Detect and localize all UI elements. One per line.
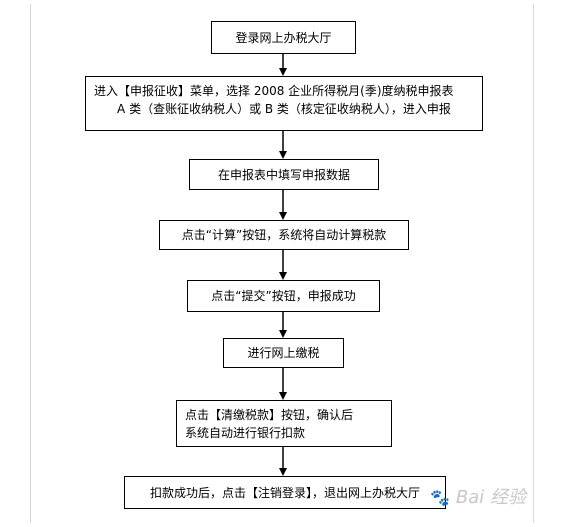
step-submit-label: 点击“提交”按钮，申报成功 (211, 289, 356, 303)
step-clear-tax-line-1: 点击【清缴税款】按钮，确认后 (185, 408, 354, 422)
page-frame (30, 4, 534, 523)
watermark: 🐾 Bai 经验 (430, 483, 526, 509)
step-pay-online: 进行网上缴税 (223, 338, 344, 368)
step-logout-label: 扣款成功后，点击【注销登录】，退出网上办税大厅 (149, 485, 420, 500)
watermark-text: Bai 经验 (455, 487, 526, 508)
step-select-report-line-1: 进入【申报征收】菜单，选择 2008 企业所得税月(季)度纳税申报表 (94, 84, 454, 98)
step-clear-tax: 点击【清缴税款】按钮，确认后 系统自动进行银行扣款 (176, 400, 392, 447)
step-pay-online-label: 进行网上缴税 (247, 346, 320, 360)
step-calculate-label: 点击“计算”按钮，系统将自动计算税款 (181, 228, 387, 242)
step-select-report: 进入【申报征收】菜单，选择 2008 企业所得税月(季)度纳税申报表 A 类（查… (85, 76, 483, 131)
step-submit: 点击“提交”按钮，申报成功 (187, 280, 380, 312)
step-fill-data-label: 在申报表中填写申报数据 (217, 167, 350, 182)
step-fill-data: 在申报表中填写申报数据 (189, 159, 379, 190)
step-clear-tax-line-2: 系统自动进行银行扣款 (185, 426, 306, 440)
step-login: 登录网上办税大厅 (211, 21, 356, 54)
step-login-label: 登录网上办税大厅 (235, 30, 332, 45)
step-select-report-line-2: A 类（查账征收纳税人）或 B 类（核定征收纳税人），进入申报 (117, 102, 451, 116)
paw-icon: 🐾 (430, 488, 451, 507)
step-calculate: 点击“计算”按钮，系统将自动计算税款 (159, 220, 409, 250)
step-logout: 扣款成功后，点击【注销登录】，退出网上办税大厅 (124, 476, 446, 509)
